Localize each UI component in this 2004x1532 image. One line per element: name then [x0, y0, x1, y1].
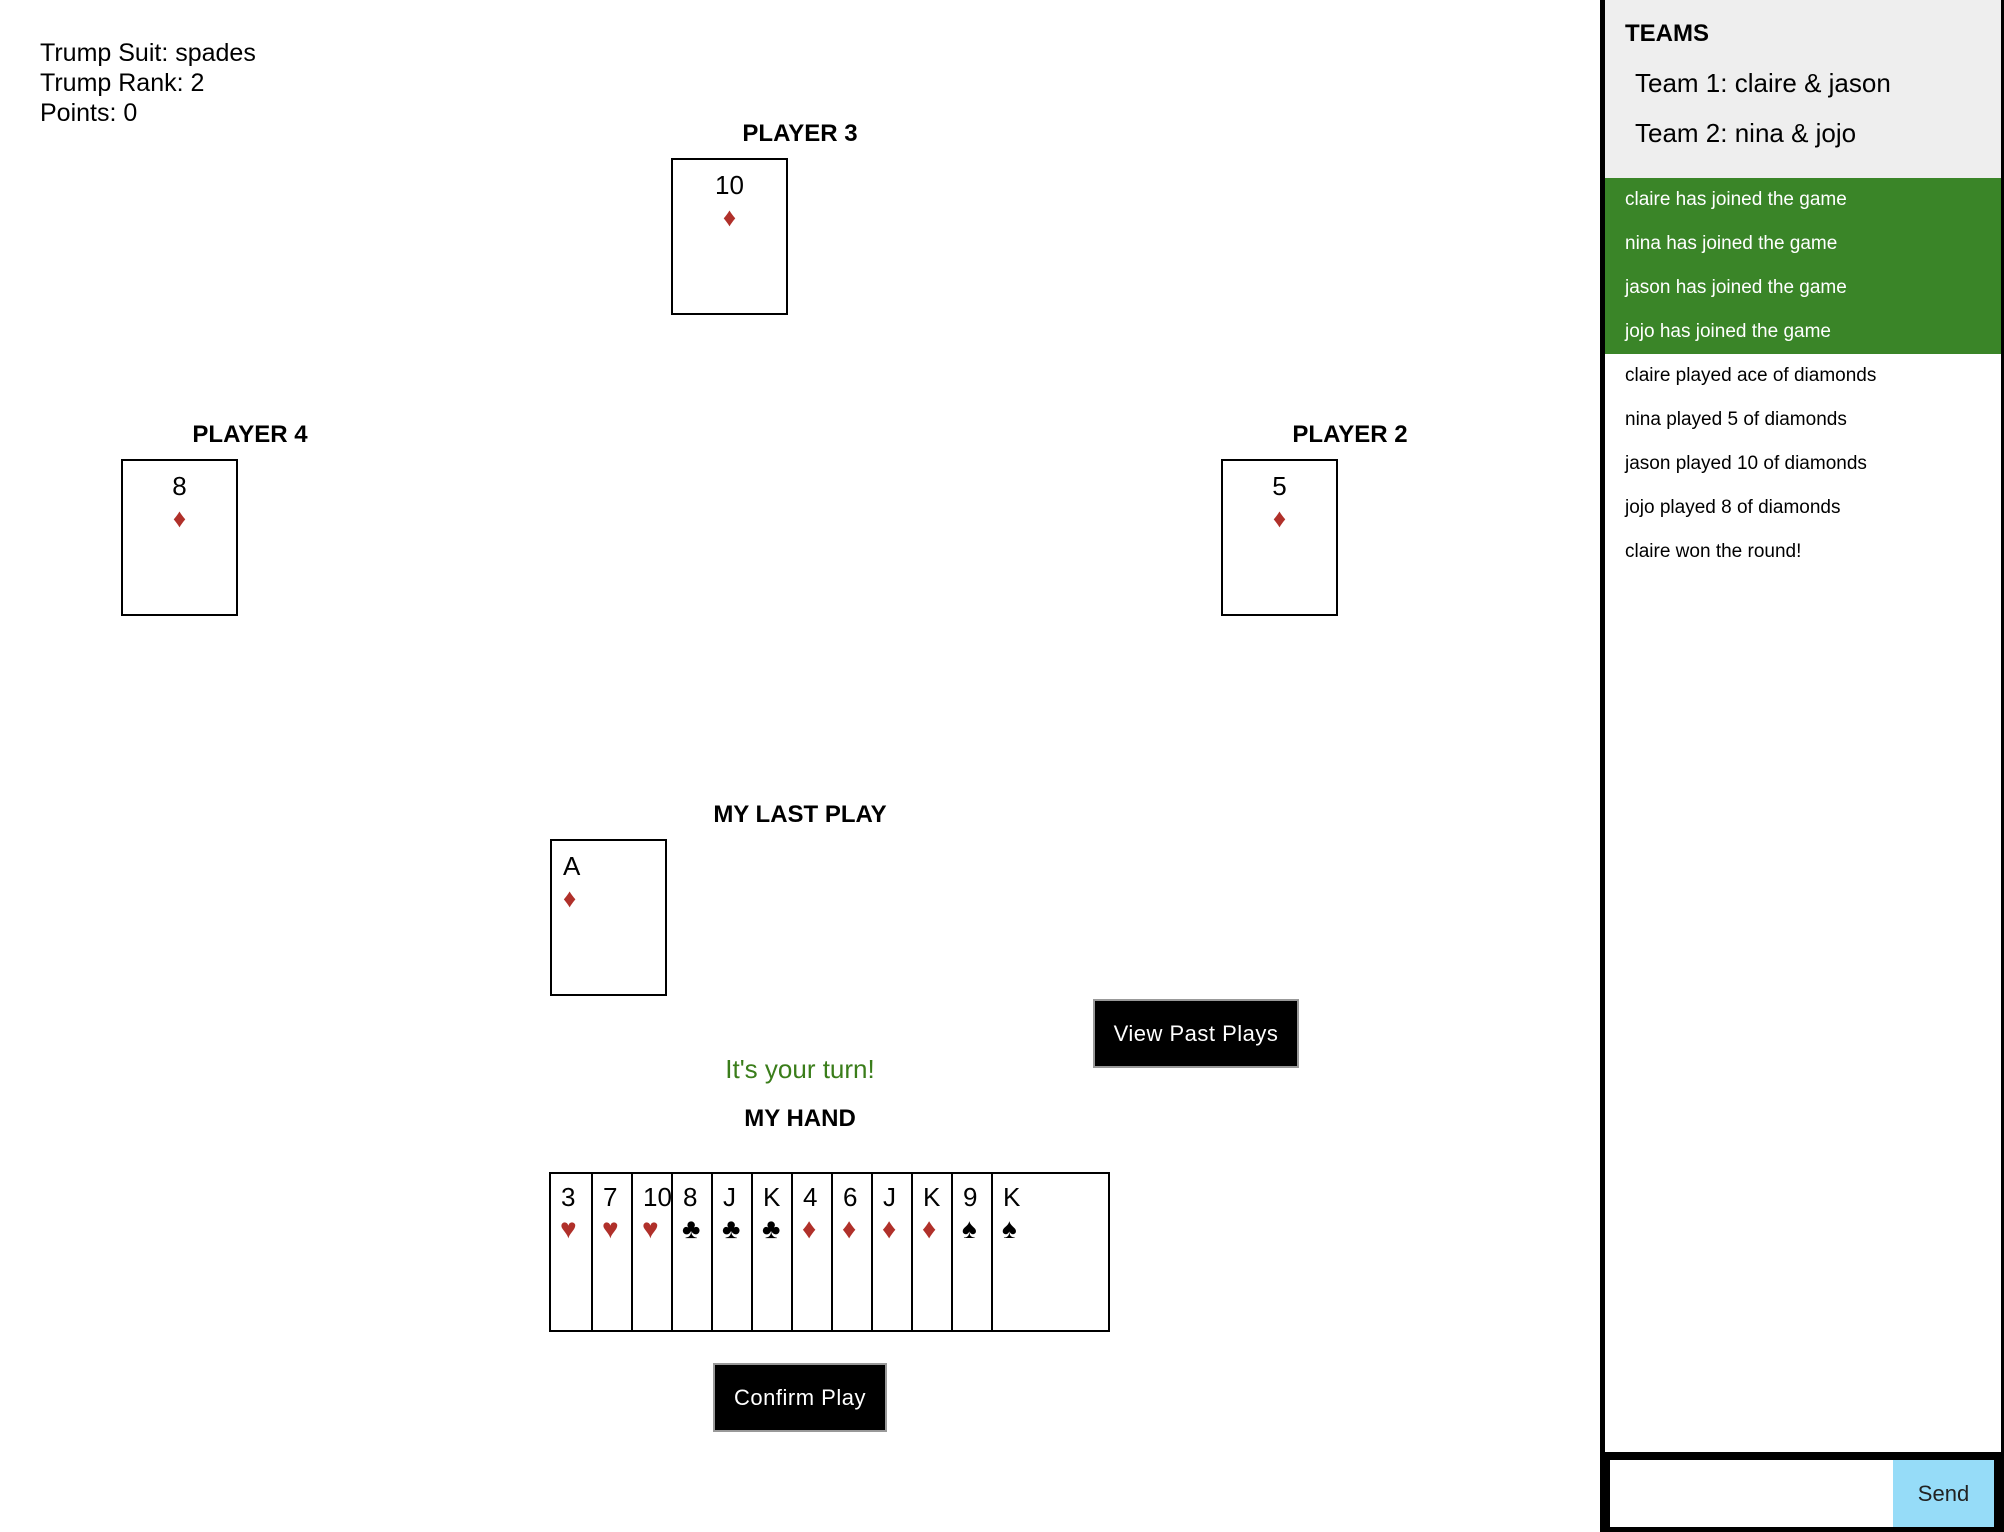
hand-card[interactable]: 4♦ [791, 1172, 831, 1332]
card-rank: 9 [963, 1182, 978, 1212]
hand-card[interactable]: J♦ [871, 1172, 911, 1332]
card-rank: 10 [643, 1182, 672, 1212]
card-rank: J [723, 1182, 736, 1212]
card-rank: 10 [715, 170, 744, 200]
diamond-icon: ♦ [563, 883, 577, 913]
diamond-icon: ♦ [842, 1213, 857, 1244]
club-icon: ♣ [762, 1213, 781, 1244]
confirm-play-button[interactable]: Confirm Play [713, 1363, 887, 1432]
card-rank: J [883, 1182, 896, 1212]
log-entry: nina has joined the game [1605, 222, 2001, 266]
trump-rank: Trump Rank: 2 [40, 69, 205, 97]
log-entry: claire won the round! [1625, 541, 1802, 562]
log-entry: jason has joined the game [1605, 266, 2001, 310]
diamond-icon: ♦ [172, 503, 187, 533]
hand-card[interactable]: J♣ [711, 1172, 751, 1332]
log-entry: claire has joined the game [1605, 178, 2001, 222]
hand-card[interactable]: K♠ [991, 1172, 1031, 1332]
turn-message: It's your turn! [725, 1054, 875, 1084]
log-entry: jason played 10 of diamonds [1625, 453, 1867, 474]
card-rank: K [763, 1182, 781, 1212]
card-rank: 8 [172, 471, 187, 501]
club-icon: ♣ [682, 1213, 701, 1244]
player3-label: PLAYER 3 [742, 120, 858, 147]
player2-card: 5 ♦ [1221, 459, 1338, 616]
hand-card[interactable]: 8♣ [671, 1172, 711, 1332]
log-entry: nina played 5 of diamonds [1625, 409, 1847, 430]
heart-icon: ♥ [560, 1213, 577, 1244]
card-rank: K [1003, 1182, 1021, 1212]
chat-input[interactable] [1610, 1460, 1893, 1527]
diamond-icon: ♦ [882, 1213, 897, 1244]
diamond-icon: ♦ [802, 1213, 817, 1244]
game-board: Trump Suit: spades Trump Rank: 2 Points:… [40, 38, 1408, 1432]
card-rank: A [563, 851, 581, 881]
game-info: Trump Suit: spades Trump Rank: 2 Points:… [40, 38, 256, 128]
player3-card: 10 ♦ [671, 158, 788, 315]
card-rank: 4 [803, 1182, 818, 1212]
club-icon: ♣ [722, 1213, 741, 1244]
heart-icon: ♥ [602, 1213, 619, 1244]
teams-title: TEAMS [1625, 20, 1709, 47]
trump-suit: Trump Suit: spades [40, 39, 256, 67]
send-button[interactable]: Send [1893, 1460, 1994, 1527]
player2-label: PLAYER 2 [1292, 421, 1408, 448]
hand-card[interactable]: K♣ [751, 1172, 791, 1332]
sidebar: TEAMS Team 1: claire & jason Team 2: nin… [1600, 0, 2004, 1532]
points: Points: 0 [40, 99, 138, 127]
card-rank: 6 [843, 1182, 858, 1212]
my-hand-label: MY HAND [744, 1105, 856, 1132]
log-entry: jojo played 8 of diamonds [1625, 497, 1841, 518]
hand-cards: 3♥7♥10♥8♣J♣K♣4♦6♦J♦K♦9♠K♠ [549, 1172, 1110, 1332]
player4-card: 8 ♦ [121, 459, 238, 616]
last-play-card: A ♦ [550, 839, 667, 996]
card-rank: 3 [561, 1182, 576, 1212]
log-entry: claire played ace of diamonds [1625, 365, 1877, 386]
card-rank: 7 [603, 1182, 618, 1212]
player4-label: PLAYER 4 [192, 421, 308, 448]
card-rank: 5 [1272, 471, 1287, 501]
hand-card[interactable]: 3♥ [551, 1172, 591, 1332]
hand-card[interactable]: 9♠ [951, 1172, 991, 1332]
diamond-icon: ♦ [922, 1213, 937, 1244]
hand-card[interactable]: 7♥ [591, 1172, 631, 1332]
team-2: Team 2: nina & jojo [1635, 118, 1857, 148]
hand-card[interactable]: 10♥ [631, 1172, 672, 1332]
diamond-icon: ♦ [1272, 503, 1287, 533]
teams-panel: TEAMS Team 1: claire & jason Team 2: nin… [1605, 0, 2001, 178]
last-play-label: MY LAST PLAY [713, 801, 887, 828]
log-entry: jojo has joined the game [1605, 310, 2001, 354]
spade-icon: ♠ [1002, 1213, 1017, 1244]
spade-icon: ♠ [962, 1213, 977, 1244]
chat-bar: Send [1600, 1452, 2004, 1532]
heart-icon: ♥ [642, 1213, 659, 1244]
view-past-plays-button[interactable]: View Past Plays [1093, 999, 1299, 1068]
team-1: Team 1: claire & jason [1635, 68, 1891, 98]
diamond-icon: ♦ [722, 202, 737, 232]
card-rank: K [923, 1182, 941, 1212]
hand-card[interactable]: 6♦ [831, 1172, 871, 1332]
card-rank: 8 [683, 1182, 698, 1212]
hand-card[interactable]: K♦ [911, 1172, 951, 1332]
